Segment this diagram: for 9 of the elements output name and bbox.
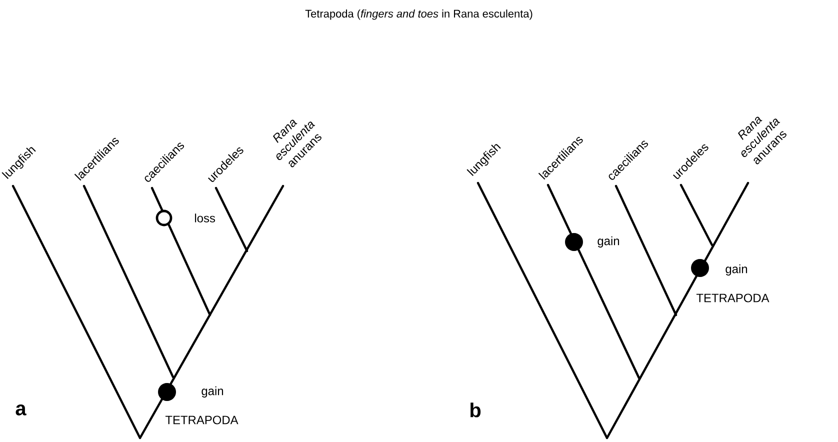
event-label: gain — [202, 386, 224, 398]
event-label: loss — [195, 214, 216, 222]
panel-letter: b — [470, 402, 481, 418]
event-label: gain — [726, 264, 748, 276]
title: Tetrapoda (fingers and toes in Rana esculenta) — [305, 10, 532, 20]
clade-label: TETRAPODA — [165, 416, 238, 424]
panel-letter: a — [16, 404, 26, 416]
event-label: gain — [598, 236, 620, 248]
clade-label: TETRAPODA — [696, 294, 770, 302]
